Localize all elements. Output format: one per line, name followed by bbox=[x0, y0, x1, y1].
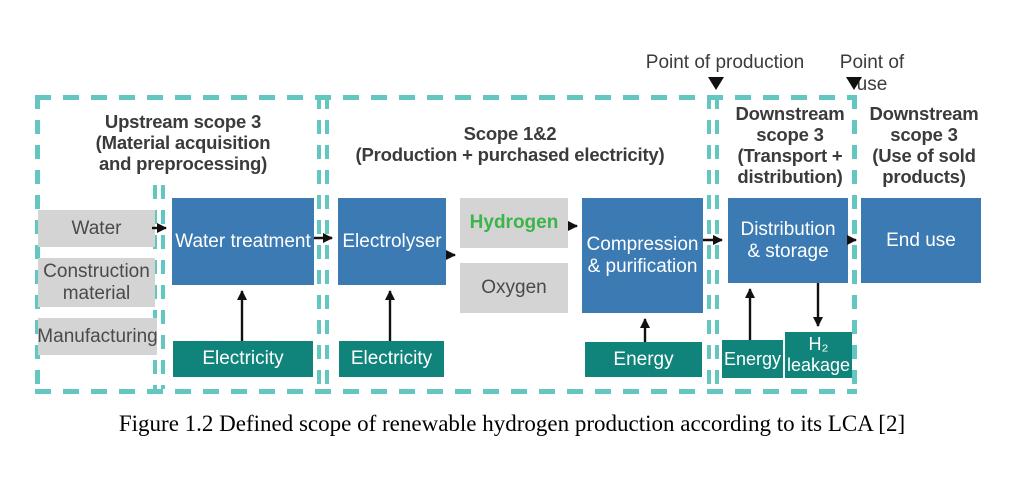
distribution-line1: Distribution bbox=[740, 218, 836, 240]
point-of-use-label: Point of use bbox=[839, 52, 905, 95]
scope12-header: Scope 1&2 (Production + purchased electr… bbox=[340, 123, 680, 165]
manufacturing-box: Manufacturing bbox=[37, 318, 158, 355]
downstream-transport-header-line1: Downstream bbox=[735, 103, 845, 124]
downstream-use-header-line2: scope 3 bbox=[890, 124, 958, 145]
scope12-header-line1: Scope 1&2 bbox=[463, 123, 557, 144]
boundary-left-dashed-line bbox=[35, 95, 40, 394]
h2-leakage-line1: H₂ bbox=[808, 334, 829, 354]
upstream-scope3-header-line1: Upstream scope 3 bbox=[104, 111, 262, 132]
construction-material-line1: Construction bbox=[43, 260, 150, 282]
downstream-use-header-line3: (Use of sold bbox=[872, 145, 976, 166]
point-of-production-label: Point of production bbox=[645, 52, 805, 73]
downstream-transport-header-line2: scope 3 bbox=[756, 124, 824, 145]
separator-upstream-scope12-left-line bbox=[317, 95, 321, 389]
compression-line2: & purification bbox=[587, 255, 698, 277]
distribution-line2: & storage bbox=[747, 240, 829, 262]
h2-leakage-box: H₂ leakage bbox=[785, 332, 852, 378]
compression-line1: Compression bbox=[586, 233, 699, 255]
downstream-use-header-line4: products) bbox=[882, 166, 966, 187]
compression-purification-box: Compression & purification bbox=[582, 198, 703, 313]
scope12-header-line2: (Production + purchased electricity) bbox=[355, 144, 665, 165]
figure-caption: Figure 1.2 Defined scope of renewable hy… bbox=[118, 411, 906, 436]
hydrogen-box: Hydrogen bbox=[460, 198, 568, 248]
downstream-use-header-line1: Downstream bbox=[869, 103, 979, 124]
boundary-bottom-dashed-line bbox=[35, 389, 857, 394]
construction-material-box: Construction material bbox=[38, 258, 155, 307]
end-use-box: End use bbox=[861, 198, 981, 283]
distribution-storage-box: Distribution & storage bbox=[728, 198, 848, 283]
electricity-scope12-box: Electricity bbox=[339, 341, 444, 377]
upstream-scope3-header-line2: (Material acquisition bbox=[95, 132, 271, 153]
separator-inputs-left-line bbox=[153, 185, 157, 389]
boundary-top-dashed-line bbox=[35, 95, 857, 100]
energy-distribution-box: Energy bbox=[722, 340, 783, 378]
h2-leakage-line2: leakage bbox=[786, 355, 851, 375]
separator-scope12-downstream-left-line bbox=[707, 95, 711, 389]
energy-compression-box: Energy bbox=[585, 342, 702, 377]
electricity-upstream-box: Electricity bbox=[173, 341, 313, 377]
downstream-transport-header-line4: distribution) bbox=[737, 166, 843, 187]
electrolyser-box: Electrolyser bbox=[338, 198, 446, 285]
upstream-scope3-header: Upstream scope 3 (Material acquisition a… bbox=[58, 111, 308, 174]
downstream-use-header: Downstream scope 3 (Use of sold products… bbox=[856, 103, 992, 187]
water-box: Water bbox=[38, 210, 155, 247]
oxygen-box: Oxygen bbox=[460, 263, 568, 313]
upstream-scope3-header-line3: and preprocessing) bbox=[98, 153, 268, 174]
point-of-use-triangle-icon bbox=[846, 77, 862, 90]
water-treatment-box: Water treatment bbox=[172, 198, 314, 285]
separator-inputs-right-line bbox=[161, 185, 165, 389]
point-of-production-triangle-icon bbox=[708, 77, 724, 90]
downstream-transport-header-line3: (Transport + bbox=[737, 145, 843, 166]
construction-material-line2: material bbox=[62, 282, 131, 304]
downstream-transport-header: Downstream scope 3 (Transport + distribu… bbox=[722, 103, 858, 187]
